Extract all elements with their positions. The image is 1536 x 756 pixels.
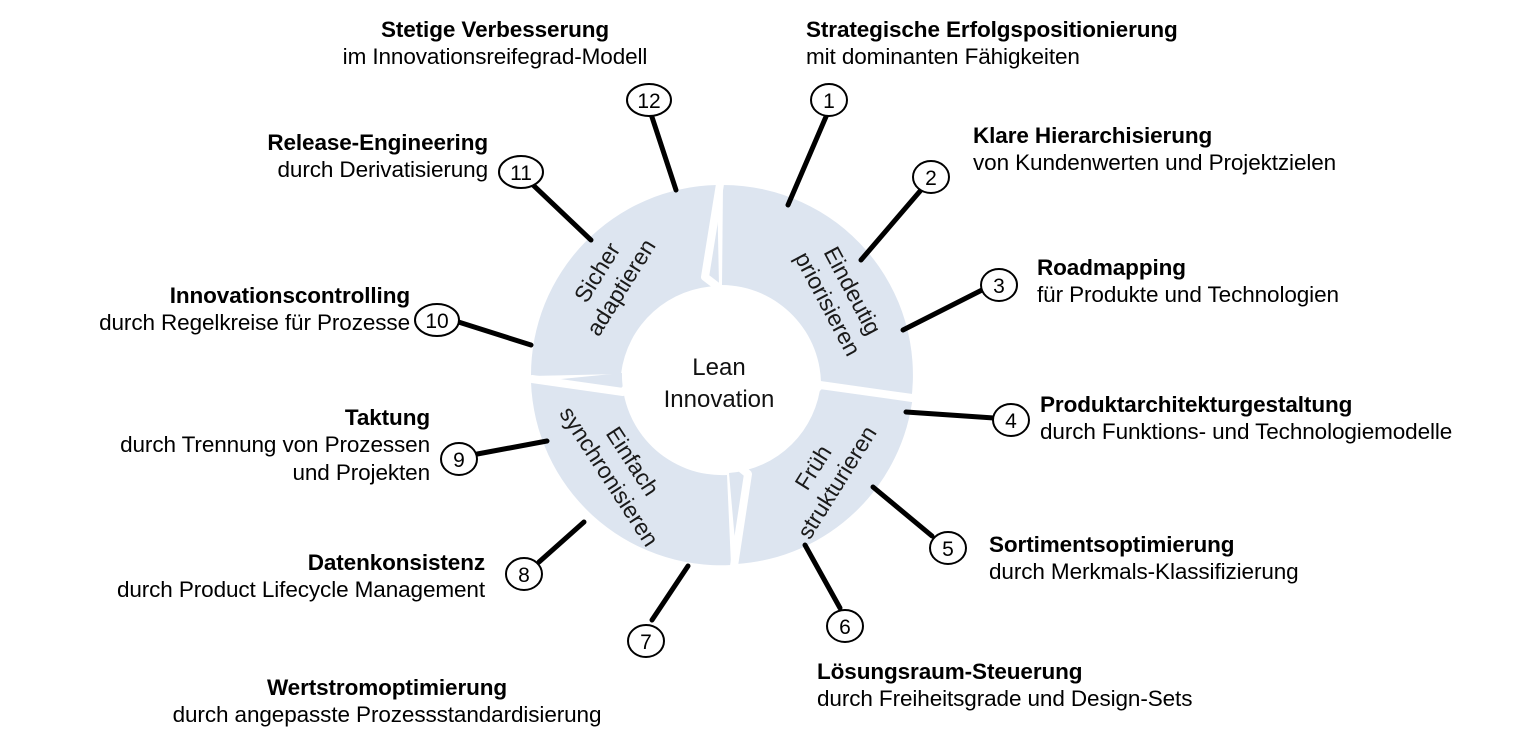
callout-9-title: Taktung xyxy=(344,405,430,430)
callout-5-title: Sortimentsoptimierung xyxy=(989,532,1235,557)
number-marker-8-label: 8 xyxy=(518,564,530,587)
leader-line-9 xyxy=(469,438,550,458)
number-marker-9-label: 9 xyxy=(453,449,465,472)
center-label-line1: Lean xyxy=(692,354,745,381)
leader-line-4 xyxy=(903,409,997,421)
callout-2-subtitle: von Kundenwerten und Projektzielen xyxy=(973,150,1337,176)
callout-4[interactable]: Produktarchitekturgestaltung durch Funkt… xyxy=(1040,391,1452,446)
callout-8[interactable]: Datenkonsistenz durch Product Lifecycle … xyxy=(60,549,485,604)
callout-5[interactable]: Sortimentsoptimierung durch Merkmals-Kla… xyxy=(989,531,1299,586)
number-marker-4[interactable]: 4 xyxy=(992,403,1030,437)
callout-7-title: Wertstromoptimierung xyxy=(266,675,508,700)
callout-9-subtitle2: und Projekten xyxy=(292,459,430,485)
callout-7[interactable]: Wertstromoptimierung durch angepasste Pr… xyxy=(138,674,636,729)
number-marker-2[interactable]: 2 xyxy=(912,160,950,194)
segment-frueh-strukturieren[interactable] xyxy=(729,382,913,564)
number-marker-12[interactable]: 12 xyxy=(626,83,672,117)
callout-4-title: Produktarchitekturgestaltung xyxy=(1040,392,1353,417)
callout-10[interactable]: Innovationscontrolling durch Regelkreise… xyxy=(10,282,410,337)
callout-9[interactable]: Taktung durch Trennung von Prozessen und… xyxy=(20,404,430,486)
leader-line-1 xyxy=(785,109,831,208)
callout-7-subtitle: durch angepasste Prozessstandardisierung xyxy=(172,702,602,728)
number-marker-8[interactable]: 8 xyxy=(505,557,543,591)
leader-line-2 xyxy=(858,187,924,263)
callout-10-subtitle: durch Regelkreise für Prozesse xyxy=(99,310,410,336)
number-marker-11[interactable]: 11 xyxy=(498,155,544,189)
callout-9-subtitle: durch Trennung von Prozessen xyxy=(120,432,430,458)
number-marker-5-label: 5 xyxy=(942,538,954,561)
number-marker-2-label: 2 xyxy=(925,167,937,190)
callout-11-title: Release-Engineering xyxy=(267,130,488,155)
callout-8-subtitle: durch Product Lifecycle Management xyxy=(116,577,485,603)
callout-1-subtitle: mit dominanten Fähigkeiten xyxy=(806,44,1080,70)
number-marker-3-label: 3 xyxy=(993,275,1005,298)
leader-line-3 xyxy=(900,287,985,333)
callout-12-title: Stetige Verbesserung xyxy=(380,17,610,42)
callout-3[interactable]: Roadmapping für Produkte und Technologie… xyxy=(1037,254,1339,309)
number-marker-10[interactable]: 10 xyxy=(414,303,460,337)
callout-12-subtitle: im Innovationsreifegrad-Modell xyxy=(342,44,648,70)
segment-einfach-synchronisieren[interactable] xyxy=(531,373,731,566)
leader-line-7 xyxy=(649,563,691,623)
leader-line-12 xyxy=(648,111,679,193)
number-marker-3[interactable]: 3 xyxy=(980,268,1018,302)
callout-2-title: Klare Hierarchisierung xyxy=(973,123,1213,148)
leader-lines xyxy=(446,109,997,623)
number-marker-6-label: 6 xyxy=(839,616,851,639)
callout-6-title: Lösungsraum-Steuerung xyxy=(817,659,1083,684)
callout-2[interactable]: Klare Hierarchisierung von Kundenwerten … xyxy=(973,122,1336,177)
number-marker-12-label: 12 xyxy=(637,90,660,113)
number-marker-11-label: 11 xyxy=(510,162,532,185)
number-marker-7-label: 7 xyxy=(640,631,652,654)
callout-11-subtitle: durch Derivatisierung xyxy=(277,157,489,183)
callout-3-title: Roadmapping xyxy=(1037,255,1186,280)
callout-3-subtitle: für Produkte und Technologien xyxy=(1037,282,1339,308)
segment-sicher-adaptieren[interactable] xyxy=(530,185,719,376)
callout-6-subtitle: durch Freiheitsgrade und Design-Sets xyxy=(817,686,1193,712)
segment-gaps xyxy=(528,180,916,570)
callout-11[interactable]: Release-Engineering durch Derivatisierun… xyxy=(100,129,488,184)
callout-8-title: Datenkonsistenz xyxy=(307,550,485,575)
donut-ring xyxy=(528,180,916,570)
leader-line-8 xyxy=(536,519,587,565)
callout-5-subtitle: durch Merkmals-Klassifizierung xyxy=(989,559,1299,585)
center-label-line2: Innovation xyxy=(664,386,775,413)
callout-10-title: Innovationscontrolling xyxy=(169,283,410,308)
leader-line-10 xyxy=(446,316,534,348)
number-marker-4-label: 4 xyxy=(1005,410,1017,433)
number-marker-6[interactable]: 6 xyxy=(826,609,864,643)
segment-eindeutig-priorisieren[interactable] xyxy=(722,185,913,402)
number-markers: 1 2 3 4 5 6 7 8 xyxy=(414,83,1030,658)
number-marker-1-label: 1 xyxy=(823,90,835,113)
number-marker-1[interactable]: 1 xyxy=(810,83,848,117)
callout-1[interactable]: Strategische Erfolgspositionierung mit d… xyxy=(806,16,1178,71)
callout-1-title: Strategische Erfolgspositionierung xyxy=(806,17,1178,42)
number-marker-5[interactable]: 5 xyxy=(929,531,967,565)
callout-4-subtitle: durch Funktions- und Technologiemodelle xyxy=(1040,419,1453,445)
leader-line-5 xyxy=(870,484,935,539)
leader-line-11 xyxy=(528,180,594,243)
callout-6[interactable]: Lösungsraum-Steuerung durch Freiheitsgra… xyxy=(817,658,1192,713)
center-label: Lean Innovation xyxy=(664,354,775,413)
number-marker-9[interactable]: 9 xyxy=(440,442,478,476)
leader-line-6 xyxy=(802,542,843,611)
callout-12[interactable]: Stetige Verbesserung im Innovationsreife… xyxy=(300,16,690,71)
number-marker-10-label: 10 xyxy=(425,310,448,333)
number-marker-7[interactable]: 7 xyxy=(627,624,665,658)
